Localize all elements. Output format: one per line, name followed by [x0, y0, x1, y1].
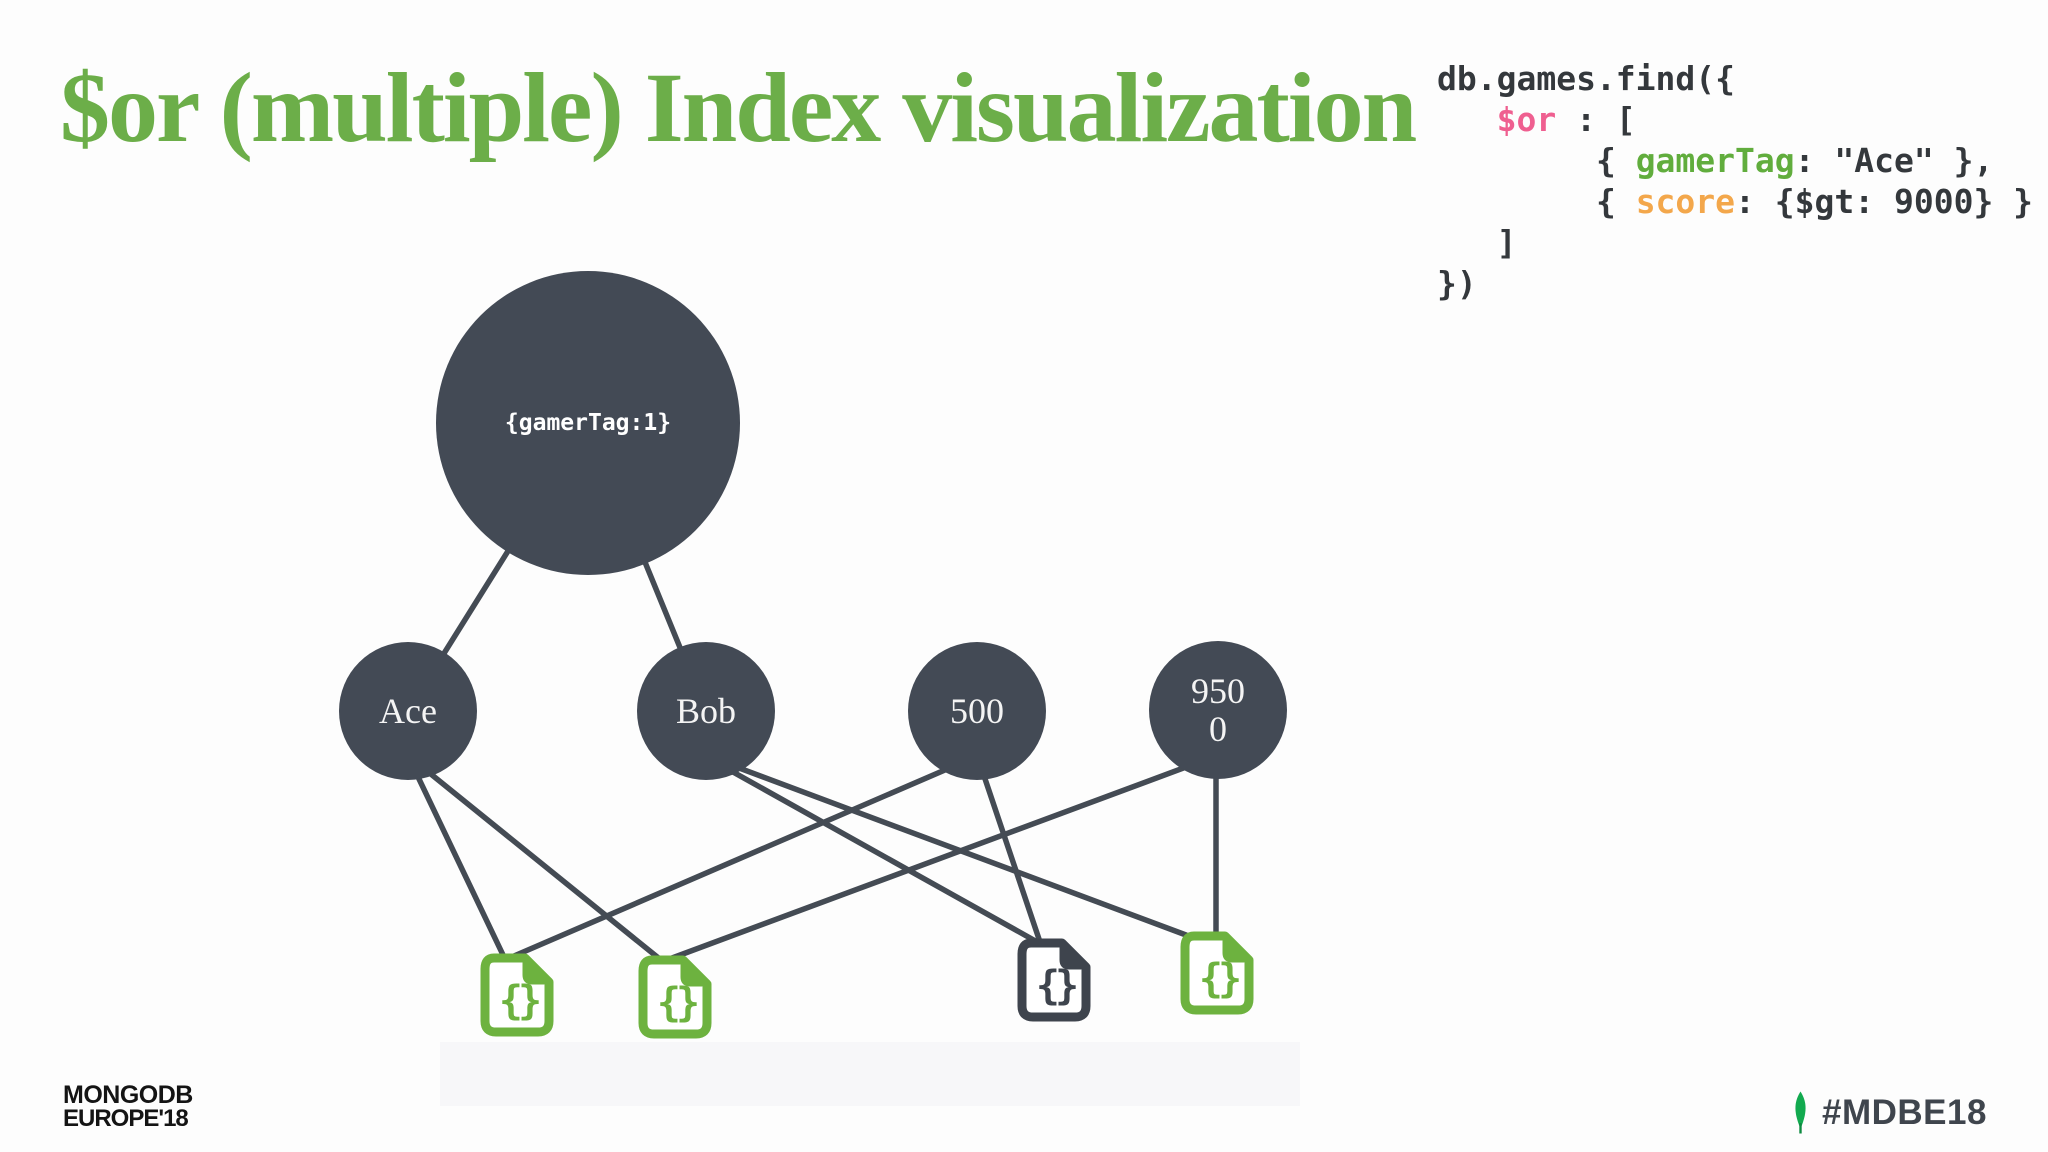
index-node-label-root: {gamerTag:1}	[505, 410, 671, 436]
edges-layer	[405, 420, 1219, 964]
edge-ace-doc2	[408, 755, 664, 963]
document-fold-corner	[522, 960, 547, 985]
index-node-500	[908, 642, 1046, 780]
hashtag-label: #MDBE18	[1822, 1092, 1987, 1132]
index-node-label-ace: Ace	[379, 691, 437, 731]
code-token	[1437, 100, 1497, 139]
query-code-block: db.games.find({ $or : [ { gamerTag: "Ace…	[1437, 58, 2033, 304]
mongodb-leaf-icon	[1795, 1091, 1806, 1134]
code-token: db.games.find({	[1437, 59, 1736, 98]
index-node-label-line: 950	[1191, 671, 1245, 711]
braces-glyph: {}	[657, 980, 697, 1026]
code-line: { score: {$gt: 9000} }	[1437, 181, 2033, 222]
code-line: })	[1437, 263, 2033, 304]
index-node-ace	[339, 642, 477, 780]
logo-line1: MONGODB	[63, 1081, 193, 1109]
code-token: : [	[1556, 100, 1636, 139]
index-node-9500	[1149, 641, 1287, 779]
edge-9500-doc2	[661, 754, 1216, 964]
edge-500-doc3	[975, 755, 1044, 948]
code-line: { gamerTag: "Ace" },	[1437, 140, 2033, 181]
code-token: {	[1437, 141, 1636, 180]
code-line: ]	[1437, 222, 2033, 263]
edge-bob-doc3	[705, 755, 1042, 946]
braces-glyph: {}	[1036, 963, 1076, 1009]
event-hashtag: #MDBE18	[1790, 1090, 1987, 1135]
index-node-bob	[637, 642, 775, 780]
document-fold-corner	[1222, 938, 1247, 963]
braces-glyph: {}	[1199, 956, 1239, 1002]
code-token: : {$gt: 9000} }	[1735, 182, 2034, 221]
edge-500-doc1	[504, 754, 978, 962]
document-icon-doc1: {}	[480, 953, 554, 1037]
edge-bob-doc4	[704, 753, 1189, 938]
background-band	[440, 1042, 1300, 1106]
slide-title: $or (multiple) Index visualization	[60, 52, 1417, 163]
document-icon-doc2: {}	[638, 955, 712, 1039]
document-fold-corner	[1059, 945, 1084, 970]
code-token: score	[1635, 182, 1736, 221]
index-node-root	[436, 271, 740, 575]
document-icon-doc3: {}	[1017, 938, 1091, 1022]
index-node-label-bob: Bob	[676, 691, 736, 731]
braces-glyph: {}	[499, 978, 539, 1024]
mongodb-europe-logo: MONGODB EUROPE'18	[63, 1081, 193, 1132]
code-token: gamerTag	[1635, 141, 1795, 180]
code-line: db.games.find({	[1437, 58, 2033, 99]
docs-layer: {} {} {} {}	[480, 931, 1254, 1039]
code-token: })	[1437, 264, 1477, 303]
document-fold-corner	[680, 962, 705, 987]
index-node-label-line: 0	[1209, 709, 1227, 749]
code-token: : "Ace" },	[1794, 141, 1994, 180]
document-icon-doc4: {}	[1180, 931, 1254, 1015]
logo-line2: EUROPE'18	[63, 1105, 189, 1132]
code-token: $or	[1496, 100, 1557, 139]
code-token: ]	[1437, 223, 1517, 262]
code-token: {	[1437, 182, 1636, 221]
index-node-label-500: 500	[950, 691, 1004, 731]
edge-ace-doc1	[406, 755, 507, 960]
code-line: $or : [	[1437, 99, 2033, 140]
